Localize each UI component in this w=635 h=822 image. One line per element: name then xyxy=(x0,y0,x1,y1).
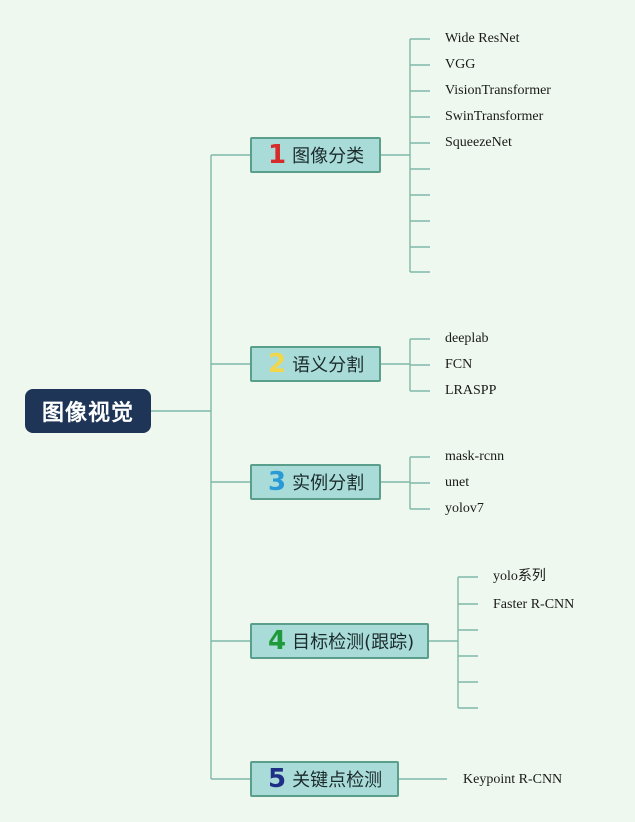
number-icon-4: 4 xyxy=(268,626,287,656)
branch-label-4: 目标检测(跟踪) xyxy=(292,632,415,653)
leaf-4-2[interactable]: Faster R-CNN xyxy=(493,597,575,612)
leaf-2-3[interactable]: LRASPP xyxy=(445,383,497,398)
branch-node-2[interactable]: 2 语义分割 xyxy=(250,346,381,382)
number-icon-3: 3 xyxy=(268,467,287,497)
branch-label-1: 图像分类 xyxy=(292,146,365,167)
leaf-4-1[interactable]: yolo系列 xyxy=(493,569,546,584)
leaf-3-2[interactable]: unet xyxy=(445,475,470,490)
branch-node-3[interactable]: 3 实例分割 xyxy=(250,464,381,500)
leaf-2-1[interactable]: deeplab xyxy=(445,331,489,346)
number-icon-1: 1 xyxy=(268,140,287,170)
leaf-2-2[interactable]: FCN xyxy=(445,357,473,372)
branch-label-3: 实例分割 xyxy=(292,473,365,494)
leaf-1-5[interactable]: SqueezeNet xyxy=(445,135,512,150)
branch-label-5: 关键点检测 xyxy=(292,770,383,791)
root-node[interactable]: 图像视觉 xyxy=(25,389,151,433)
root-label: 图像视觉 xyxy=(41,401,134,426)
leaf-1-2[interactable]: VGG xyxy=(445,57,476,72)
branch-node-1[interactable]: 1 图像分类 xyxy=(250,137,381,173)
leaf-3-1[interactable]: mask-rcnn xyxy=(445,449,505,464)
branch-node-5[interactable]: 5 关键点检测 xyxy=(250,761,399,797)
leaf-1-3[interactable]: VisionTransformer xyxy=(445,83,551,98)
number-icon-2: 2 xyxy=(268,349,287,379)
number-icon-5: 5 xyxy=(268,764,287,794)
leaf-5-1[interactable]: Keypoint R-CNN xyxy=(463,772,563,787)
branch-node-4[interactable]: 4 目标检测(跟踪) xyxy=(250,623,429,659)
branch-label-2: 语义分割 xyxy=(292,355,365,376)
leaf-3-3[interactable]: yolov7 xyxy=(445,501,484,516)
leaf-1-4[interactable]: SwinTransformer xyxy=(445,109,544,124)
leaf-1-1[interactable]: Wide ResNet xyxy=(445,31,520,46)
